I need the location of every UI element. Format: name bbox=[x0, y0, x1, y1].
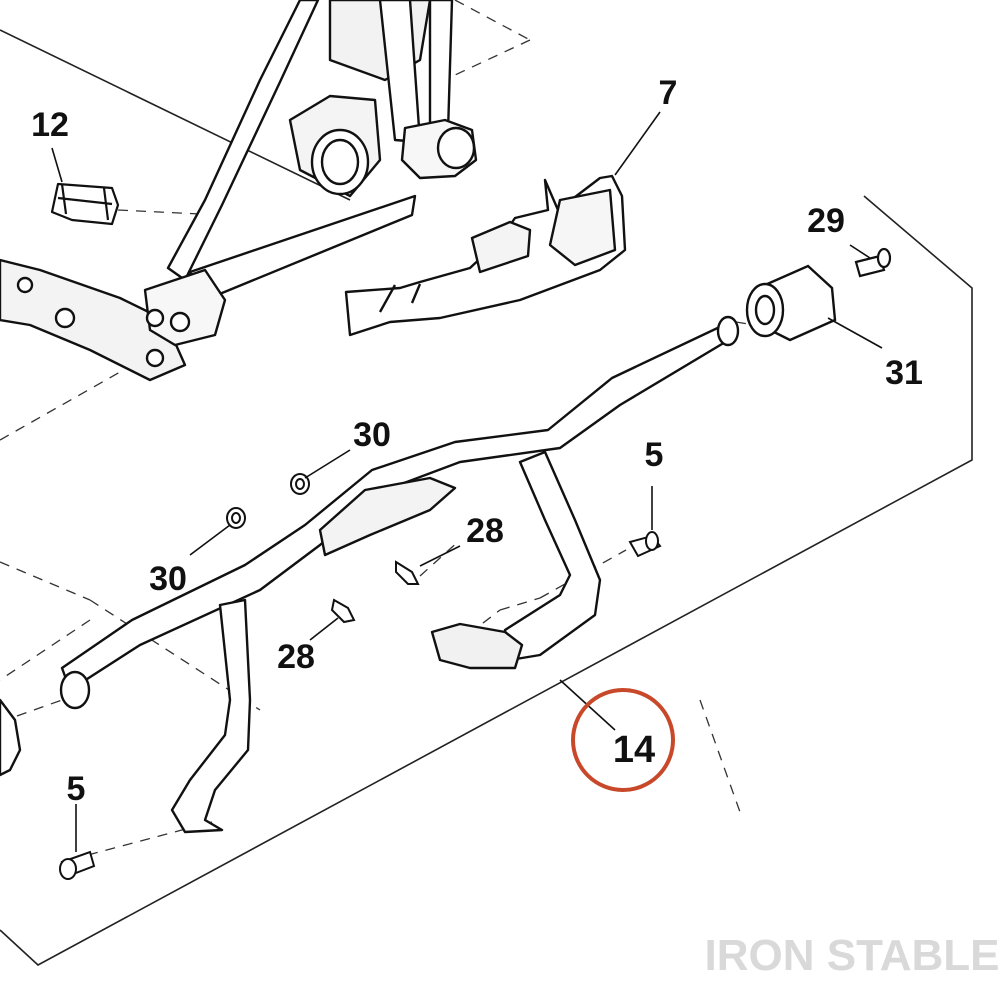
part-30-washers bbox=[226, 473, 310, 529]
callout-29: 29 bbox=[807, 202, 845, 240]
callout-30: 30 bbox=[353, 416, 391, 454]
callout-28: 28 bbox=[277, 638, 315, 676]
part-12-clamp bbox=[50, 182, 120, 226]
callout-5: 5 bbox=[67, 770, 86, 808]
bolts bbox=[59, 531, 662, 880]
motorcycle-frame bbox=[0, 0, 478, 382]
callout-14: 14 bbox=[613, 729, 655, 771]
callout-31: 31 bbox=[885, 354, 923, 392]
part-31-spacer bbox=[745, 264, 837, 342]
watermark: IRON STABLE bbox=[705, 931, 1000, 980]
callout-28: 28 bbox=[466, 512, 504, 550]
callout-12: 12 bbox=[31, 106, 69, 144]
callout-7: 7 bbox=[659, 74, 678, 112]
assembly-frame bbox=[0, 29, 973, 966]
part-7-bracket bbox=[344, 174, 627, 337]
part-29-pin bbox=[854, 247, 892, 278]
highlight-circle bbox=[571, 688, 675, 792]
callout-5: 5 bbox=[645, 436, 664, 474]
part-14-engine-guard bbox=[0, 315, 740, 834]
callout-30: 30 bbox=[149, 560, 187, 598]
